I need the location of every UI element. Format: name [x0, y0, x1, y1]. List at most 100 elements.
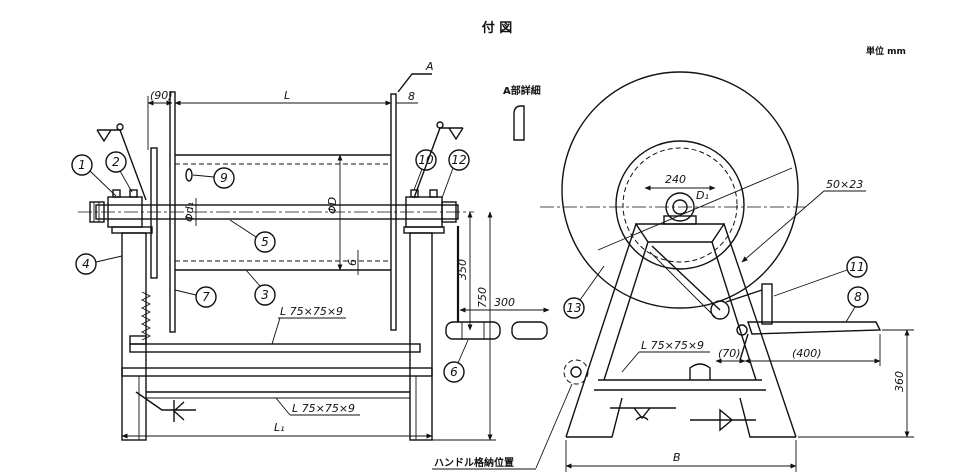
part-number: 2 — [112, 155, 120, 169]
weld-symbol-right — [413, 121, 464, 199]
dim-d1-line — [597, 167, 793, 251]
section-a-label: A — [425, 60, 434, 73]
drum-circle — [615, 140, 745, 270]
bearing-block — [663, 215, 697, 225]
bearing-bolt — [112, 189, 121, 198]
cross-bar-clip — [689, 363, 711, 380]
part-number: 10 — [418, 153, 434, 167]
dim-handle-label: 300 — [494, 296, 515, 309]
callout-part-11: 11 — [773, 256, 868, 297]
right-foot — [739, 397, 796, 438]
part9-oval — [185, 168, 193, 182]
callout-part-10: 10 — [413, 149, 437, 191]
angle-lower-leader — [275, 397, 291, 416]
a-frame-left-inner — [603, 241, 649, 381]
brake-pedal — [747, 321, 882, 335]
dim-d1-label: D₁ — [696, 189, 709, 202]
dim-slot-leader — [741, 190, 825, 263]
side-angle-leader — [621, 351, 640, 373]
part-number: 9 — [220, 171, 228, 185]
section-a-leader — [397, 73, 432, 93]
dim-offset-label: (90) — [150, 89, 173, 102]
bearing-plate-right — [403, 226, 445, 234]
brake-band — [649, 251, 717, 319]
callout-part-9: 9 — [192, 167, 235, 189]
shaft-spline-end — [89, 201, 105, 223]
dim-70-label: (70) — [718, 347, 741, 360]
weld-symbol-side-right — [690, 408, 756, 432]
a-frame-bracket — [634, 223, 726, 243]
callout-part-7: 7 — [174, 286, 217, 308]
dim-360-label: 360 — [893, 371, 906, 392]
a-frame-right-outer — [723, 223, 797, 438]
part-number: 6 — [450, 365, 458, 379]
part-number: 8 — [854, 290, 862, 304]
detail-a-label: A部詳細 — [503, 84, 541, 97]
shaft — [95, 204, 459, 220]
side-view: 240 D₁ 50×23 L 75×75×9 (70) — [432, 71, 914, 472]
flange-circle — [561, 71, 799, 309]
part-number: 4 — [82, 257, 90, 271]
base-mid-member — [121, 367, 433, 377]
handle-grip — [445, 321, 501, 340]
dim-length-label: L — [284, 89, 290, 102]
brake-disc — [150, 147, 158, 279]
callout-part-6: 6 — [443, 339, 469, 383]
dim-plate-label: 8 — [408, 90, 415, 103]
brake-spring — [140, 291, 152, 341]
hub-outer — [665, 192, 695, 222]
brake-spring-box — [761, 283, 773, 325]
handle-storage-circle — [563, 359, 589, 385]
dim-750-label: 750 — [476, 287, 489, 308]
dim-b-label: B — [673, 451, 681, 464]
part-number: 5 — [261, 235, 269, 249]
part-number: 1 — [78, 158, 86, 172]
callout-part-8: 8 — [845, 286, 869, 323]
a-frame-right-inner — [711, 241, 757, 381]
dim-gap-label: 6 — [346, 259, 359, 266]
handle-grip-end — [511, 321, 548, 340]
part-number: 7 — [202, 290, 210, 304]
dim-350-label: 350 — [456, 259, 469, 280]
hub-inner — [672, 199, 688, 215]
brake-bracket — [129, 335, 147, 345]
drum-circle-hidden — [622, 147, 738, 263]
a-frame-left-outer — [565, 223, 637, 438]
dim-400-label: (400) — [792, 347, 822, 360]
front-view: A (90) L 8 ΦD 6 Φd₁ — [71, 60, 550, 441]
weld-symbol-bottom — [135, 391, 196, 422]
figure-title: 付 図 — [482, 20, 513, 36]
angle-upper-label: L 75×75×9 — [280, 305, 343, 318]
lever-pivot — [710, 300, 730, 320]
callout-part-1: 1 — [71, 154, 117, 197]
weld-symbol-side-left — [610, 407, 676, 421]
dim-total-label: L₁ — [274, 421, 285, 434]
right-leg — [409, 232, 433, 441]
weld-symbol-left — [96, 123, 147, 201]
left-foot — [566, 397, 623, 438]
dim-slot-label: 50×23 — [826, 178, 863, 191]
part-number: 13 — [566, 301, 581, 315]
lever-link — [725, 289, 763, 303]
detail-a-plate — [513, 105, 525, 141]
part-number: 3 — [261, 288, 269, 302]
angle-upper-leader — [271, 317, 281, 345]
pedal-support — [739, 333, 749, 361]
dim-shaft-label: Φd₁ — [183, 202, 196, 222]
angle-lower-label: L 75×75×9 — [292, 402, 355, 415]
callout-part-12: 12 — [441, 149, 470, 199]
brake-lever — [651, 245, 721, 311]
handle-storage-label: ハンドル格納位置 — [434, 456, 514, 469]
shaft-collar — [441, 201, 457, 223]
base-upper-member — [129, 343, 421, 353]
callout-part-13: 13 — [563, 265, 605, 319]
dim-hub-label: 240 — [665, 173, 686, 186]
side-angle-label: L 75×75×9 — [641, 339, 704, 352]
detail-a: A部詳細 — [503, 84, 541, 141]
callout-part-3: 3 — [245, 269, 276, 306]
handle-storage-leader — [535, 383, 573, 469]
callout-part-4: 4 — [75, 253, 123, 275]
handle-storage-inner — [570, 366, 582, 378]
bearing-bolt — [129, 189, 138, 198]
